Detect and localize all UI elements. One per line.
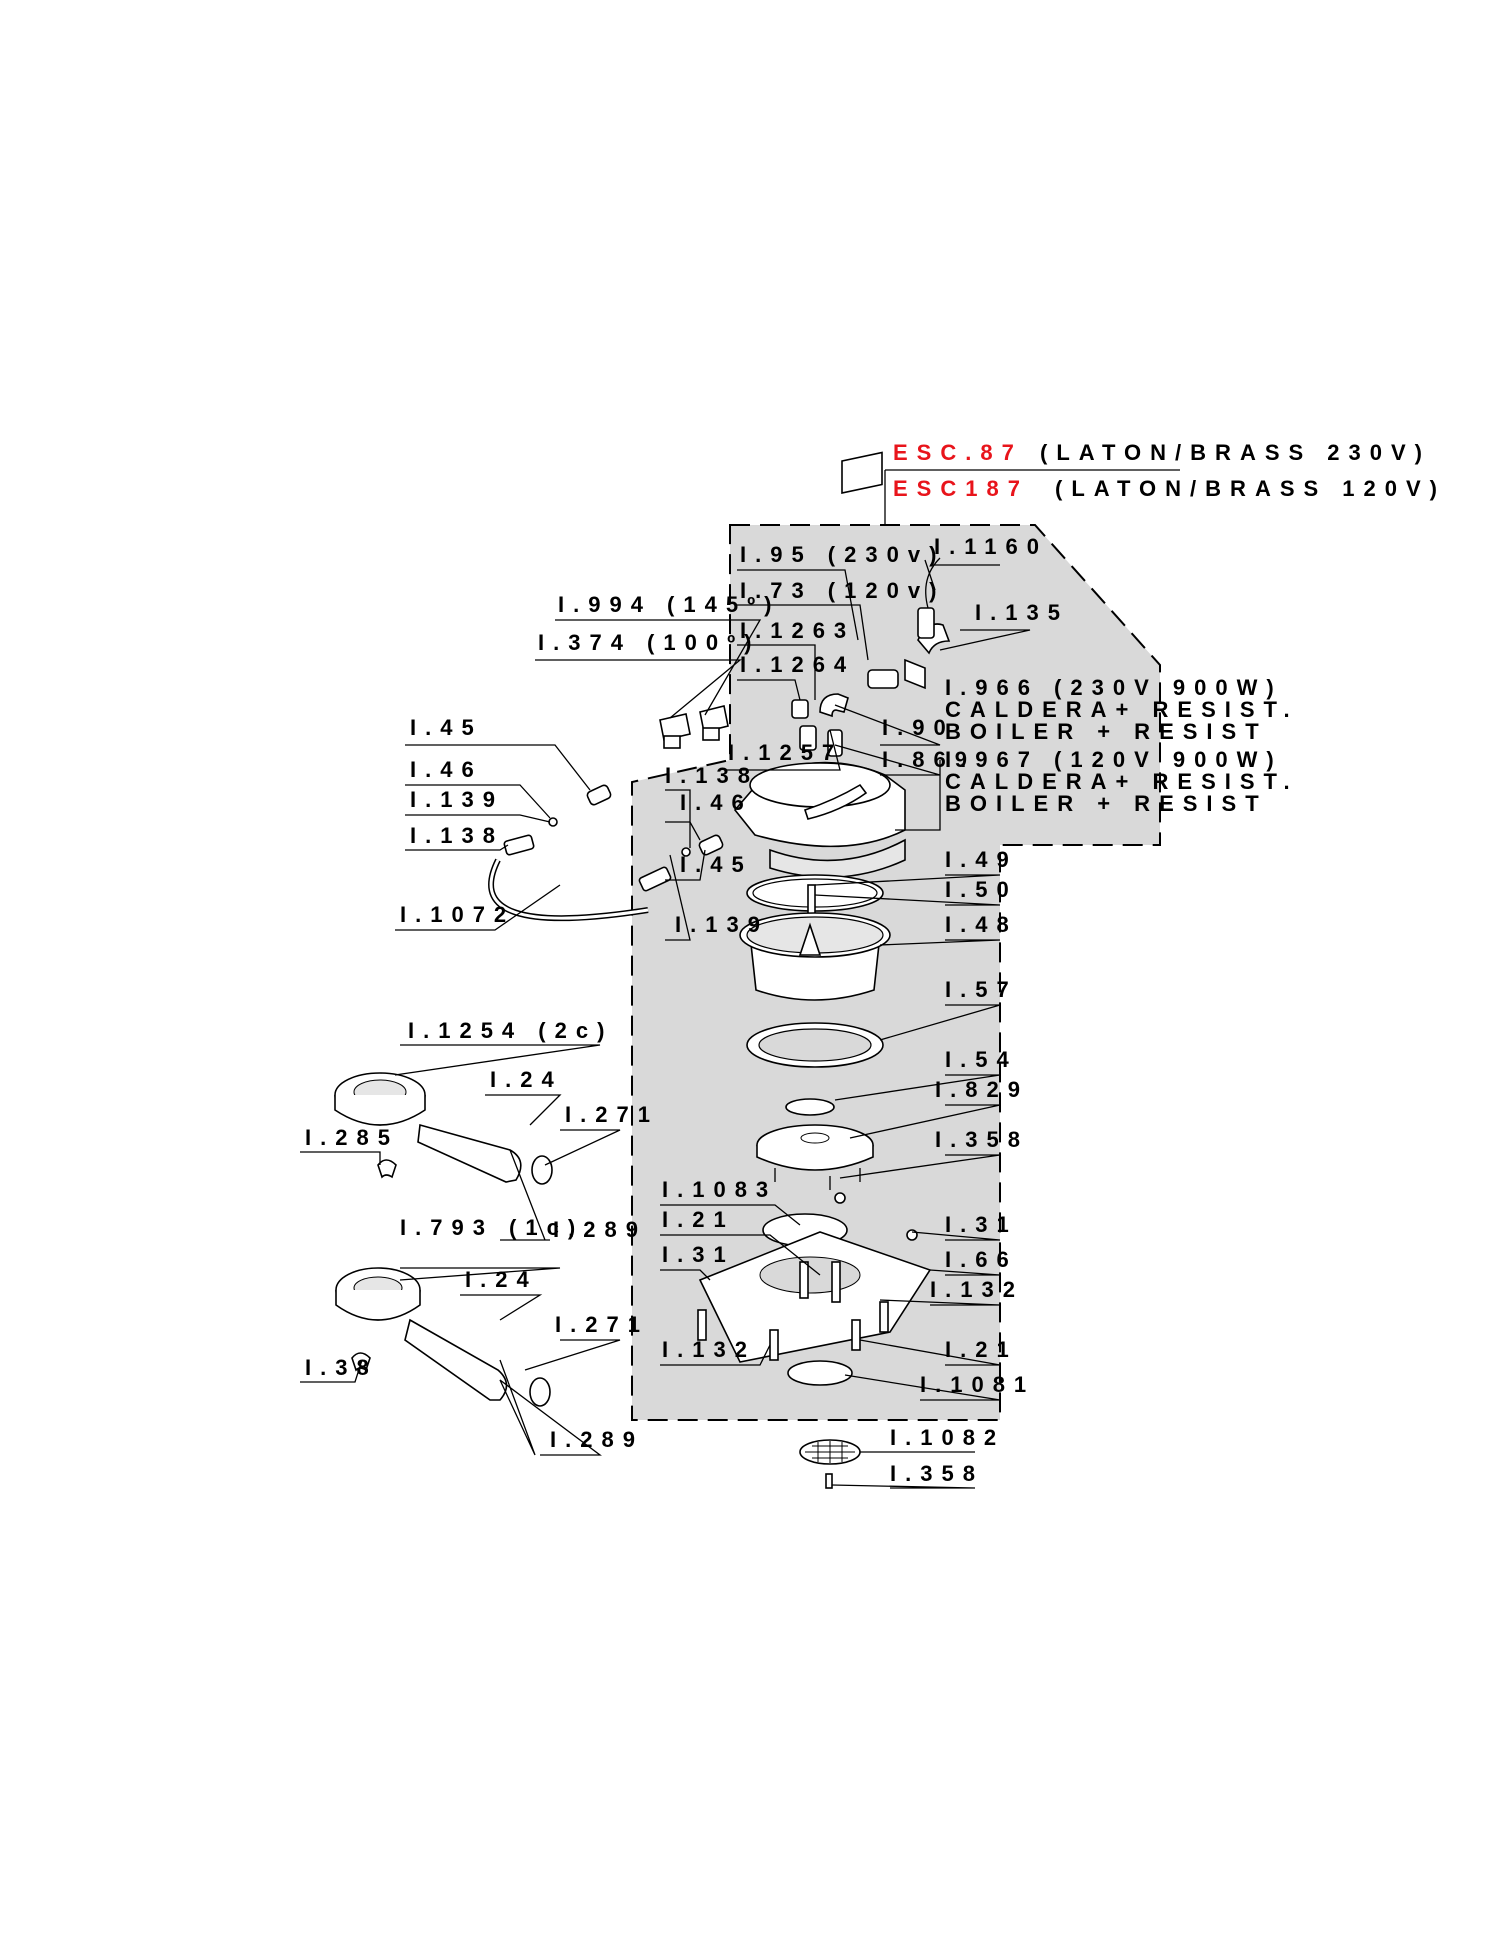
- label-i95: I.95 (230v): [740, 542, 945, 567]
- assembly-desc-230v: (LATON/BRASS 230V): [1040, 440, 1431, 465]
- label-i66: I.66: [945, 1247, 1018, 1272]
- label-i46-a: I.46: [410, 757, 483, 782]
- label-i21-b: I.21: [945, 1337, 1018, 1362]
- part-thermostats: [659, 705, 729, 749]
- label-i46-b: I.46: [680, 790, 753, 815]
- part-o-ring-small: [785, 1098, 835, 1116]
- part-gasket-ring-top: [746, 874, 884, 920]
- label-i967-line3: BOILER + RESIST: [945, 791, 1268, 816]
- label-i967: I.967 (120V 900W): [945, 747, 1283, 772]
- label-i132-b: I.132: [662, 1337, 756, 1362]
- label-i1160: I.1160: [934, 534, 1048, 559]
- label-i829: I.829: [935, 1077, 1029, 1102]
- part-gasket-disc: [787, 1360, 853, 1386]
- part-gasket-ring-large: [746, 1022, 884, 1068]
- part-elbow-fitting: [917, 557, 951, 655]
- part-boiler-top: [733, 761, 906, 879]
- label-i24-b: I.24: [465, 1267, 538, 1292]
- label-i49: I.49: [945, 847, 1018, 872]
- label-i57: I.57: [945, 977, 1018, 1002]
- part-diffuser-plate: [756, 1124, 874, 1171]
- label-i139-b: I.139: [675, 912, 769, 937]
- part-boiler-body: [739, 912, 891, 1001]
- label-i994: I.994 (145º): [558, 592, 780, 617]
- label-i358-b: I.358: [890, 1461, 984, 1486]
- label-i793: I.793 (1c): [400, 1215, 584, 1240]
- label-i374: I.374 (100º): [538, 630, 760, 655]
- label-i90: I.90: [882, 715, 955, 740]
- part-portafilter-2c: [334, 1072, 553, 1185]
- label-i1264: I.1264: [740, 652, 855, 677]
- label-i1257: I.1257: [728, 740, 843, 765]
- part-screws-bottom: [697, 1192, 918, 1361]
- part-bend-fitting: [819, 693, 849, 718]
- leader-lines: [300, 559, 1031, 1489]
- label-i45-b: I.45: [680, 852, 753, 877]
- assembly-region: [631, 524, 1161, 1421]
- label-i73: I.73 (120v): [740, 578, 945, 603]
- label-i38: I.38: [305, 1355, 378, 1380]
- label-i966-line3: BOILER + RESIST: [945, 719, 1268, 744]
- label-i48: I.48: [945, 912, 1018, 937]
- label-i289-a: I.289: [553, 1217, 647, 1242]
- label-i966-line2: CALDERA+ RESIST.: [945, 697, 1299, 722]
- part-small-nut: [791, 699, 809, 719]
- label-i1081: I.1081: [920, 1372, 1035, 1397]
- label-i21-a: I.21: [662, 1207, 735, 1232]
- label-i138-a: I.138: [665, 763, 759, 788]
- label-i271-b: I.271: [555, 1312, 649, 1337]
- label-i135: I.135: [975, 600, 1069, 625]
- label-i45-a: I.45: [410, 715, 483, 740]
- label-i24-a: I.24: [490, 1067, 563, 1092]
- label-i54: I.54: [945, 1047, 1018, 1072]
- label-i967-line2: CALDERA+ RESIST.: [945, 769, 1299, 794]
- label-i271-a: I.271: [565, 1102, 659, 1127]
- label-i1263: I.1263: [740, 618, 855, 643]
- label-i1082: I.1082: [890, 1425, 1005, 1450]
- label-i31-a: I.31: [945, 1212, 1018, 1237]
- label-i285: I.285: [305, 1125, 399, 1150]
- assembly-code-120v: ESC187: [893, 476, 1029, 501]
- assembly-header: ESC.87 (LATON/BRASS 230V) ESC187 (LATON/…: [884, 440, 1446, 525]
- assembly-desc-120v: (LATON/BRASS 120V): [1055, 476, 1446, 501]
- assembly-code-230v: ESC.87: [893, 440, 1023, 465]
- label-i1083: I.1083: [662, 1177, 777, 1202]
- label-i139-a: I.139: [410, 787, 504, 812]
- label-i31-b: I.31: [662, 1242, 735, 1267]
- label-i138-b: I.138: [410, 823, 504, 848]
- label-i869: I.869: [882, 747, 976, 772]
- part-portafilter-1c: [335, 1267, 551, 1407]
- label-i1254: I.1254 (2c): [408, 1018, 613, 1043]
- part-shower-screen: [799, 1439, 861, 1489]
- label-i132-a: I.132: [930, 1277, 1024, 1302]
- part-steam-pipe: [488, 784, 724, 922]
- label-i966: I.966 (230V 900W): [945, 675, 1283, 700]
- label-i50: I.50: [945, 877, 1018, 902]
- part-labels: I.95 (230v) I.1160 I.73 (120v) I.135 I.9…: [305, 534, 1299, 1486]
- label-i358-a: I.358: [935, 1127, 1029, 1152]
- label-i1072: I.1072: [400, 902, 515, 927]
- part-solenoid-valve: [841, 451, 926, 690]
- label-i289-b: I.289: [550, 1427, 644, 1452]
